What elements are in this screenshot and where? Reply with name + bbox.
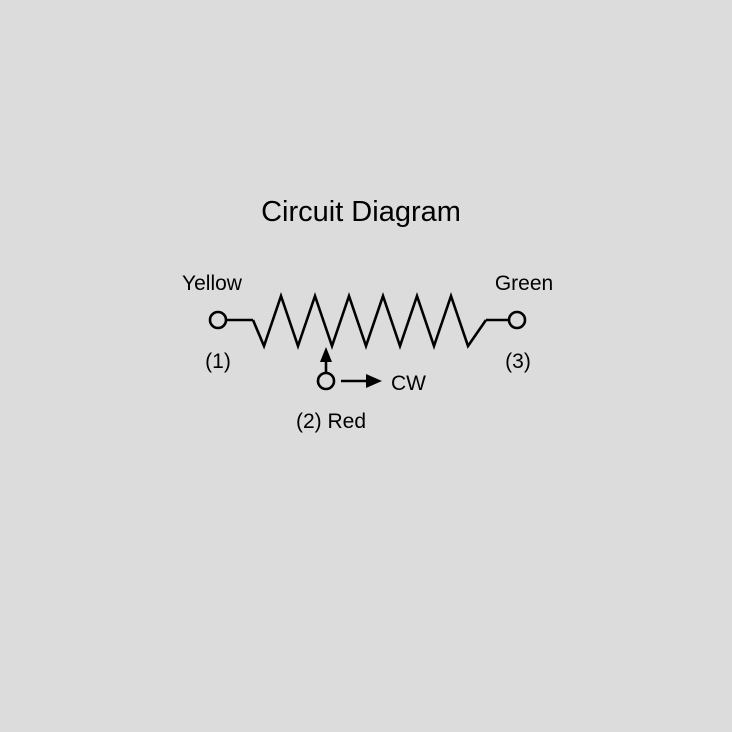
left-terminal-circle [208, 310, 228, 330]
right-terminal-number-label: (3) [505, 350, 531, 373]
diagram-title: Circuit Diagram [261, 196, 461, 228]
wiper-terminal-circle [316, 371, 336, 391]
direction-label: CW [391, 372, 426, 395]
right-terminal-circle [507, 310, 527, 330]
right-terminal-color-label: Green [495, 272, 553, 295]
left-terminal-color-label: Yellow [182, 272, 243, 295]
cw-arrow-icon [366, 374, 382, 388]
wiper-terminal-label: (2) Red [296, 410, 366, 433]
resistor-zigzag [251, 291, 488, 351]
left-terminal-number-label: (1) [205, 350, 231, 373]
wiper-arrow-icon [320, 347, 332, 362]
